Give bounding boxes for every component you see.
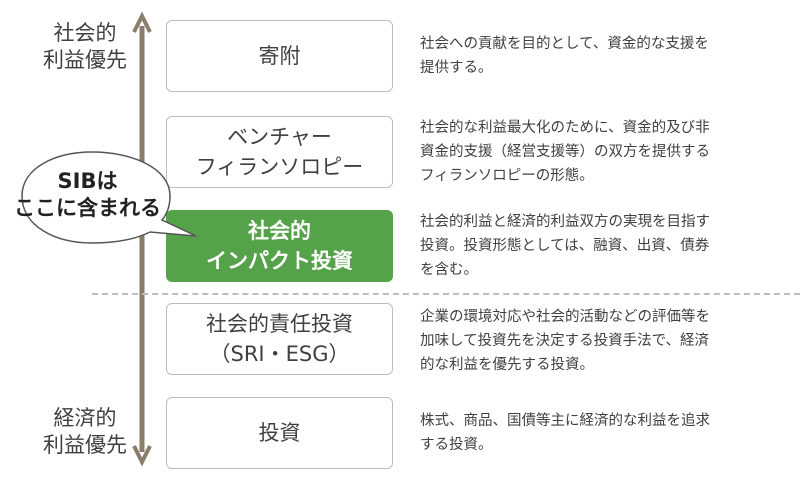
category-box-impact-investment: 社会的 インパクト投資 [166, 210, 393, 282]
axis-label-line: 社会的 [53, 21, 117, 45]
axis-arrow-head-bottom [132, 445, 152, 467]
description-donation: 社会への貢献を目的として、資金的な支援を 提供する。 [420, 32, 790, 80]
speech-bubble-shape [21, 151, 197, 244]
axis-label-line: 利益優先 [43, 433, 127, 457]
category-label-line: ベンチャー [227, 125, 332, 149]
description-line: を含む。 [420, 262, 478, 278]
description-line: 資金的支援（経営支援等）の双方を提供する [420, 144, 710, 160]
category-label-line: 社会的 [248, 219, 311, 243]
category-label-line: フィランソロピー [195, 155, 364, 179]
speech-bubble-text: SIBは ここに含まれる [0, 168, 175, 222]
axis-label-social-priority: 社会的 利益優先 [30, 20, 140, 74]
description-impact-investment: 社会的利益と経済的利益双方の実現を目指す 投資。投資形態としては、融資、出資、債… [420, 210, 790, 282]
category-label-line: 投資 [258, 421, 301, 445]
description-venture-philanthropy: 社会的な利益最大化のために、資金的及び非 資金的支援（経営支援等）の双方を提供す… [420, 116, 790, 188]
description-line: する投資。 [420, 437, 493, 453]
axis-label-line: 経済的 [53, 406, 117, 430]
axis-label-economic-priority: 経済的 利益優先 [30, 405, 140, 459]
category-label-line: 社会的責任投資 [206, 312, 353, 336]
axis-label-line: 利益優先 [43, 48, 127, 72]
axis-arrow-head-top [132, 11, 152, 33]
description-line: 社会的利益と経済的利益双方の実現を目指す [420, 214, 710, 230]
description-line: 社会への貢献を目的として、資金的な支援を [420, 36, 709, 52]
description-line: 投資。投資形態としては、融資、出資、債券 [420, 238, 710, 254]
description-line: 提供する。 [420, 60, 493, 76]
category-label-line: インパクト投資 [206, 249, 353, 273]
category-box-donation: 寄附 [166, 20, 393, 92]
category-label-line: 寄附 [258, 44, 301, 68]
speech-bubble-line: ここに含まれる [14, 196, 161, 220]
divider-dashed [92, 293, 800, 295]
category-label-line: （SRI・ESG） [209, 342, 350, 366]
description-line: 加味して投資先を決定する投資手法で、経済 [420, 333, 709, 349]
category-box-sri-esg: 社会的責任投資 （SRI・ESG） [166, 303, 393, 375]
category-box-venture-philanthropy: ベンチャー フィランソロピー [166, 116, 393, 188]
speech-bubble-line: SIBは [57, 169, 118, 193]
description-line: 社会的な利益最大化のために、資金的及び非 [420, 120, 710, 136]
description-line: フィランソロピーの形態。 [420, 168, 594, 184]
category-box-investment: 投資 [166, 397, 393, 469]
description-sri-esg: 企業の環境対応や社会的活動などの評価等を 加味して投資先を決定する投資手法で、経… [420, 305, 790, 377]
description-line: 株式、商品、国債等主に経済的な利益を追求 [420, 413, 710, 429]
description-line: 的な利益を優先する投資。 [420, 357, 594, 373]
description-investment: 株式、商品、国債等主に経済的な利益を追求 する投資。 [420, 409, 790, 457]
description-line: 企業の環境対応や社会的活動などの評価等を [420, 309, 710, 325]
